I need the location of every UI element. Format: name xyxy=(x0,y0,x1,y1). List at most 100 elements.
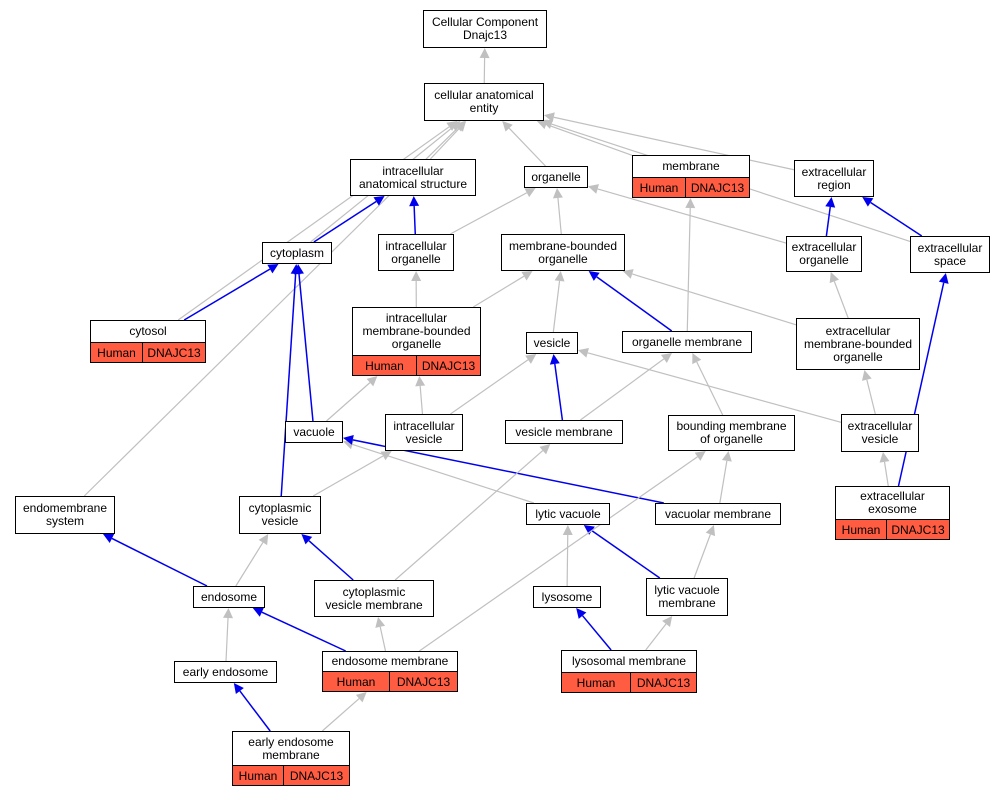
species-cell: Human xyxy=(323,672,390,691)
go-term-label: extracellular membrane-bounded organelle xyxy=(803,323,913,364)
go-term-node-vesicle-membrane[interactable]: vesicle membrane xyxy=(505,420,623,444)
edge-part-of-endomem-to-endosome xyxy=(261,611,347,652)
edge-part-of-vesmem-to-vesicle xyxy=(554,363,564,421)
edge-is-a-ivesicle-to-vesicle xyxy=(450,359,529,415)
go-term-node-lytic-vacuole-membrane[interactable]: lytic vacuole membrane xyxy=(646,578,728,616)
arrowhead-exosome-to-ecves xyxy=(879,452,890,463)
species-cell: Human xyxy=(633,178,686,197)
go-term-node-intracellular-anatomical-structure[interactable]: intracellular anatomical structure xyxy=(350,159,476,196)
annotation-row: Human DNAJC13 xyxy=(633,177,749,197)
edge-is-a-ecorg-to-organelle xyxy=(597,188,787,244)
go-term-label: intracellular vesicle xyxy=(393,418,455,446)
arrowhead-lvm-to-vacmem xyxy=(705,525,716,537)
go-term-label: extracellular space xyxy=(917,240,983,268)
edge-part-of-exosome-to-ecspace xyxy=(897,282,945,487)
go-term-label: vesicle xyxy=(533,335,571,350)
edge-part-of-ecspace-to-ecregion xyxy=(870,201,923,237)
arrowhead-orgmem-to-membrane xyxy=(685,198,696,209)
go-term-node-cytoplasm[interactable]: cytoplasm xyxy=(262,242,332,264)
edge-is-a-bmo-to-orgmem xyxy=(696,361,724,416)
go-term-label: cytoplasmic vesicle xyxy=(248,501,312,528)
go-term-node-endomembrane-system[interactable]: endomembrane system xyxy=(15,496,115,534)
go-term-node-lysosome[interactable]: lysosome xyxy=(533,586,601,608)
go-term-node-intracellular-membrane-bounded-organelle[interactable]: intracellular membrane-bounded organelle… xyxy=(352,307,481,376)
edge-is-a-vesicle-to-mbo xyxy=(552,280,561,333)
gene-cell[interactable]: DNAJC13 xyxy=(147,345,201,360)
edge-is-a-cvm-to-vesmem xyxy=(394,450,544,581)
arrowhead-imbo-to-iorg xyxy=(411,271,422,282)
go-term-label: extracellular vesicle xyxy=(847,419,913,446)
arrowhead-ecmbo-to-mbo xyxy=(622,269,634,279)
go-term-label: intracellular anatomical structure xyxy=(358,163,468,191)
gene-cell[interactable]: DNAJC13 xyxy=(396,674,451,689)
go-term-node-bounding-membrane-of-organelle[interactable]: bounding membrane of organelle xyxy=(668,415,795,451)
go-term-node-cytoplasmic-vesicle-membrane[interactable]: cytoplasmic vesicle membrane xyxy=(314,580,434,617)
arrowhead-lvm-to-lytvac xyxy=(583,525,595,535)
edge-part-of-endosome-to-endosys xyxy=(111,537,208,587)
arrowhead-ecspace-to-cae xyxy=(542,119,554,129)
edge-is-a-ivesicle-to-imbo xyxy=(419,385,424,415)
species-cell: Human xyxy=(836,520,887,539)
go-term-label: extracellular organelle xyxy=(791,240,857,267)
go-term-node-cellular-component-dnajc13[interactable]: Cellular Component Dnajc13 xyxy=(423,10,547,48)
go-term-label: cytoplasmic vesicle membrane xyxy=(325,584,423,612)
go-term-node-endosome[interactable]: endosome xyxy=(193,586,265,608)
arrowhead-ivesicle-to-imbo xyxy=(415,376,426,387)
go-term-node-vesicle[interactable]: vesicle xyxy=(526,332,578,354)
go-term-node-lytic-vacuole[interactable]: lytic vacuole xyxy=(526,503,610,525)
go-term-node-intracellular-organelle[interactable]: intracellular organelle xyxy=(378,234,454,271)
go-term-node-extracellular-vesicle[interactable]: extracellular vesicle xyxy=(841,414,919,452)
gene-cell[interactable]: DNAJC13 xyxy=(891,522,945,537)
go-term-node-vacuolar-membrane[interactable]: vacuolar membrane xyxy=(655,503,781,525)
gene-cell[interactable]: DNAJC13 xyxy=(636,675,691,690)
go-term-node-intracellular-vesicle[interactable]: intracellular vesicle xyxy=(385,414,463,451)
edge-is-a-exosome-to-ecves xyxy=(883,461,889,487)
go-term-label: vacuolar membrane xyxy=(664,506,772,521)
edge-is-a-imbo-to-mbo xyxy=(472,275,525,308)
gene-cell[interactable]: DNAJC13 xyxy=(421,358,476,373)
gene-cell[interactable]: DNAJC13 xyxy=(289,768,344,783)
arrowhead-vacmem-to-bmo xyxy=(721,451,732,462)
go-term-node-extracellular-space[interactable]: extracellular space xyxy=(910,236,990,273)
arrowhead-endosome-to-endosys xyxy=(103,534,115,543)
edge-is-a-orgmem-to-membrane xyxy=(686,207,691,332)
go-term-label: cytosol xyxy=(129,324,167,338)
edge-is-a-cytosol-to-cae xyxy=(177,126,450,321)
arrowhead-lysosome-to-lytvac xyxy=(562,525,573,536)
gene-cell[interactable]: DNAJC13 xyxy=(690,180,745,195)
edge-is-a-cytves-to-ivesicle xyxy=(312,455,384,497)
go-term-label: lytic vacuole membrane xyxy=(654,583,720,610)
go-term-node-early-endosome[interactable]: early endosome xyxy=(174,661,277,683)
go-term-node-extracellular-region[interactable]: extracellular region xyxy=(794,160,874,197)
go-term-node-cytoplasmic-vesicle[interactable]: cytoplasmic vesicle xyxy=(239,496,321,534)
go-term-label: lytic vacuole xyxy=(535,506,601,521)
go-term-node-vacuole[interactable]: vacuole xyxy=(285,421,343,443)
go-term-node-cellular-anatomical-entity[interactable]: cellular anatomical entity xyxy=(424,83,544,121)
go-term-node-extracellular-membrane-bounded-organelle[interactable]: extracellular membrane-bounded organelle xyxy=(796,318,920,370)
edge-is-a-endomem-to-bmo xyxy=(419,456,698,652)
arrowhead-ivesicle-to-vesicle xyxy=(525,354,537,364)
arrowhead-exosome-to-ecspace xyxy=(938,273,949,284)
go-term-label: organelle membrane xyxy=(631,334,743,349)
go-term-node-organelle-membrane[interactable]: organelle membrane xyxy=(622,331,752,353)
go-term-label: cellular anatomical entity xyxy=(434,88,534,115)
go-term-node-extracellular-organelle[interactable]: extracellular organelle xyxy=(786,236,862,272)
go-term-label: endosome membrane xyxy=(331,654,449,668)
edge-part-of-cytves-to-cytoplasm xyxy=(280,273,297,497)
go-term-node-organelle[interactable]: organelle xyxy=(524,166,588,188)
edge-is-a-lvm-to-vacmem xyxy=(693,534,711,579)
edge-is-a-earlyendo-to-endosome xyxy=(225,617,229,662)
go-term-node-membrane-bounded-organelle[interactable]: membrane-bounded organelle xyxy=(501,234,625,271)
go-term-label: extracellular exosome xyxy=(860,489,925,516)
edge-part-of-cytosol-to-cytoplasm xyxy=(183,268,271,321)
arrowhead-vesicle-to-mbo xyxy=(554,271,565,282)
